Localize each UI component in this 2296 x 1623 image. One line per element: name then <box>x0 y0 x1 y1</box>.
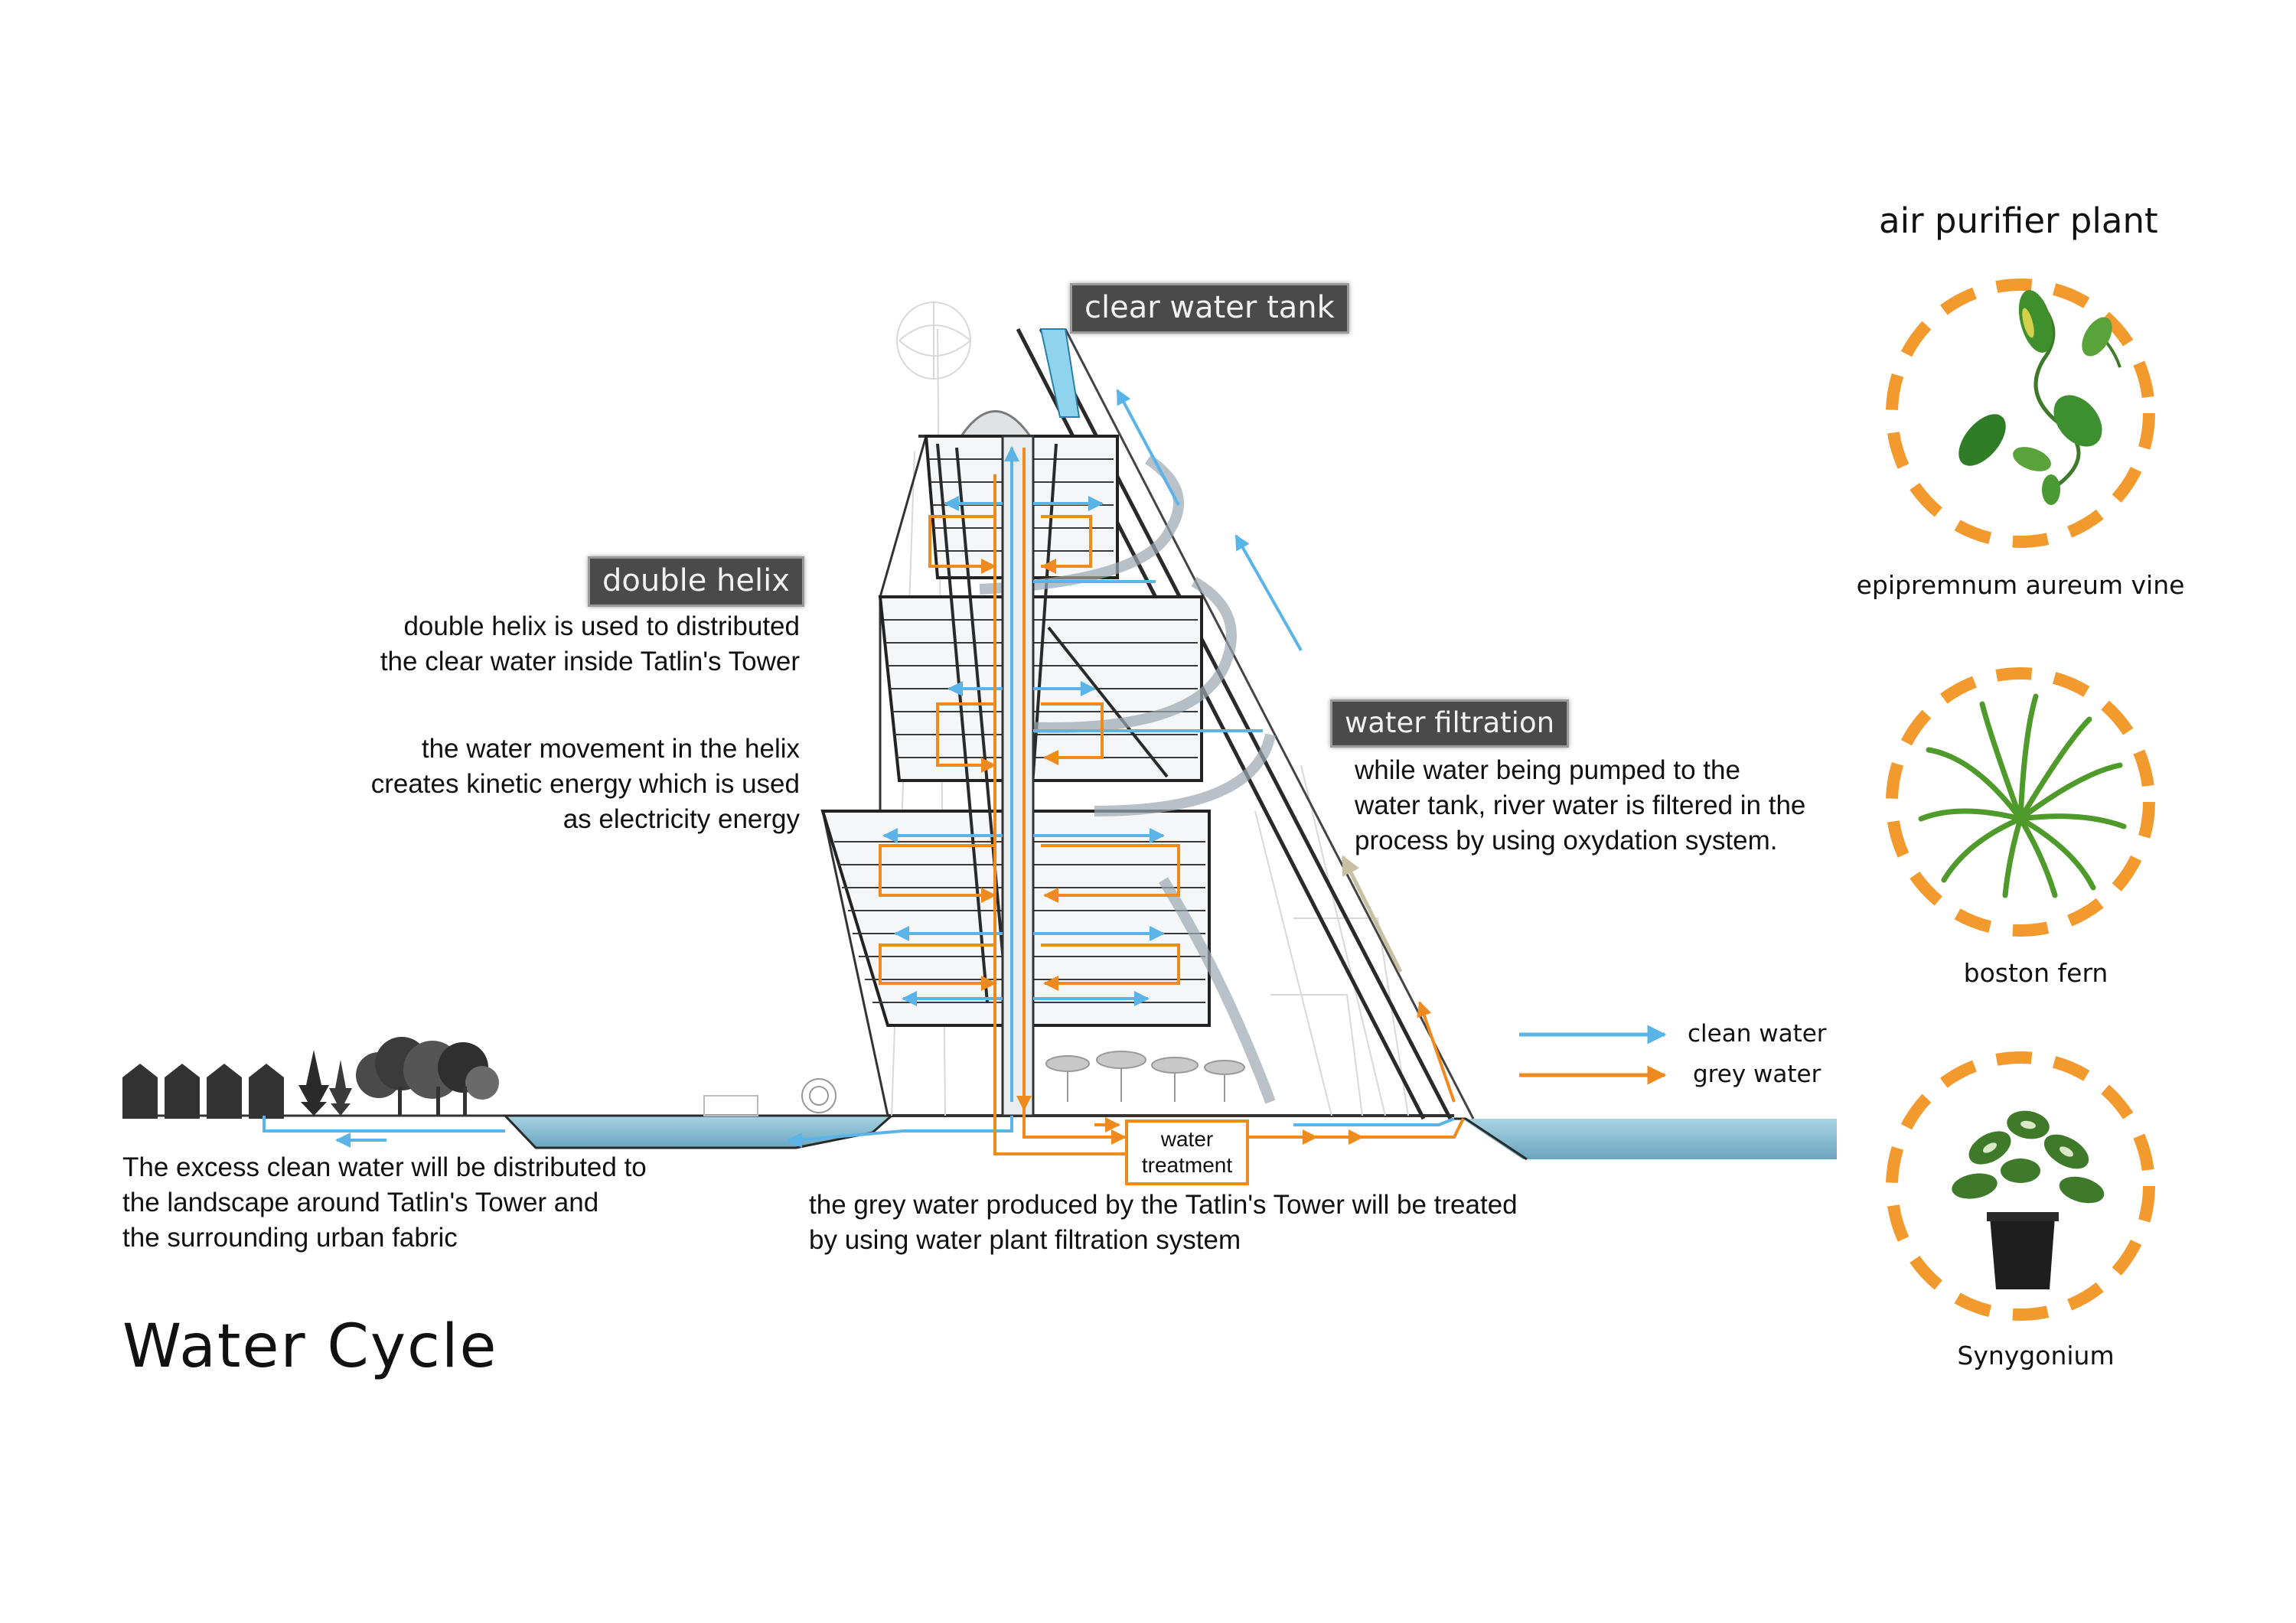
houses <box>122 1064 284 1119</box>
grey-water-flows <box>879 448 1465 1155</box>
plant-label-fern: boston fern <box>1963 958 2108 988</box>
double-helix-note: double helix is used to distributed the … <box>321 609 800 680</box>
filtration-note-line: water tank, river water is filtered in t… <box>1355 790 1806 820</box>
page-title: Water Cycle <box>122 1312 498 1381</box>
clean-water-flows <box>263 389 1455 1148</box>
excess-water-note-line: The excess clean water will be distribut… <box>122 1152 647 1182</box>
water-treatment-label: water treatment <box>1127 1126 1247 1178</box>
double-helix-tag: double helix <box>588 556 804 607</box>
clear-water-tank-tag: clear water tank <box>1070 283 1349 334</box>
water-filtration-tag: water filtration <box>1330 699 1570 748</box>
double-helix-note-line: double helix is used to distributed <box>403 611 800 641</box>
river-water <box>502 1114 1837 1161</box>
plant-label-syngonium: Synygonium <box>1957 1341 2115 1370</box>
water-treatment-label-line: water <box>1160 1127 1214 1151</box>
fern-icon <box>1918 693 2127 898</box>
grey-water-note: the grey water produced by the Tatlin's … <box>809 1188 1518 1258</box>
grey-water-note-line: the grey water produced by the Tatlin's … <box>809 1190 1518 1220</box>
filtration-note-line: process by using oxydation system. <box>1355 826 1778 855</box>
filtration-note: while water being pumped to the water ta… <box>1355 753 1805 859</box>
legend-arrows <box>1519 1025 1667 1085</box>
canopy-structures <box>1045 1051 1245 1102</box>
helix-energy-note-line: creates kinetic energy which is used <box>370 769 800 799</box>
plant-rings <box>1886 279 2155 1321</box>
plants-title: air purifier plant <box>1879 200 2158 241</box>
double-helix-note-line: the clear water inside Tatlin's Tower <box>380 647 800 676</box>
tatlin-tower <box>820 301 1475 1120</box>
filtration-arrow <box>1341 855 1403 973</box>
legend-grey-water: grey water <box>1693 1061 1821 1088</box>
filtration-note-line: while water being pumped to the <box>1355 755 1740 785</box>
excess-water-note: The excess clean water will be distribut… <box>122 1150 647 1256</box>
legend-clean-water: clean water <box>1688 1020 1827 1048</box>
trees <box>298 1037 499 1116</box>
helix-energy-note: the water movement in the helix creates … <box>291 732 800 837</box>
grey-water-note-line: by using water plant filtration system <box>809 1225 1241 1255</box>
water-treatment-box <box>1125 1119 1249 1185</box>
base-buildings <box>703 1078 837 1116</box>
excess-water-note-line: the landscape around Tatlin's Tower and <box>122 1188 599 1217</box>
pothos-vine-icon <box>1958 290 2122 505</box>
helix-energy-note-line: as electricity energy <box>563 804 800 834</box>
water-treatment-label-line: treatment <box>1141 1153 1233 1177</box>
excess-water-note-line: the surrounding urban fabric <box>122 1223 458 1253</box>
plant-label-pothos: epipremnum aureum vine <box>1856 570 2185 600</box>
potted-plant-icon <box>1952 1110 2105 1289</box>
helix-energy-note-line: the water movement in the helix <box>421 734 800 764</box>
